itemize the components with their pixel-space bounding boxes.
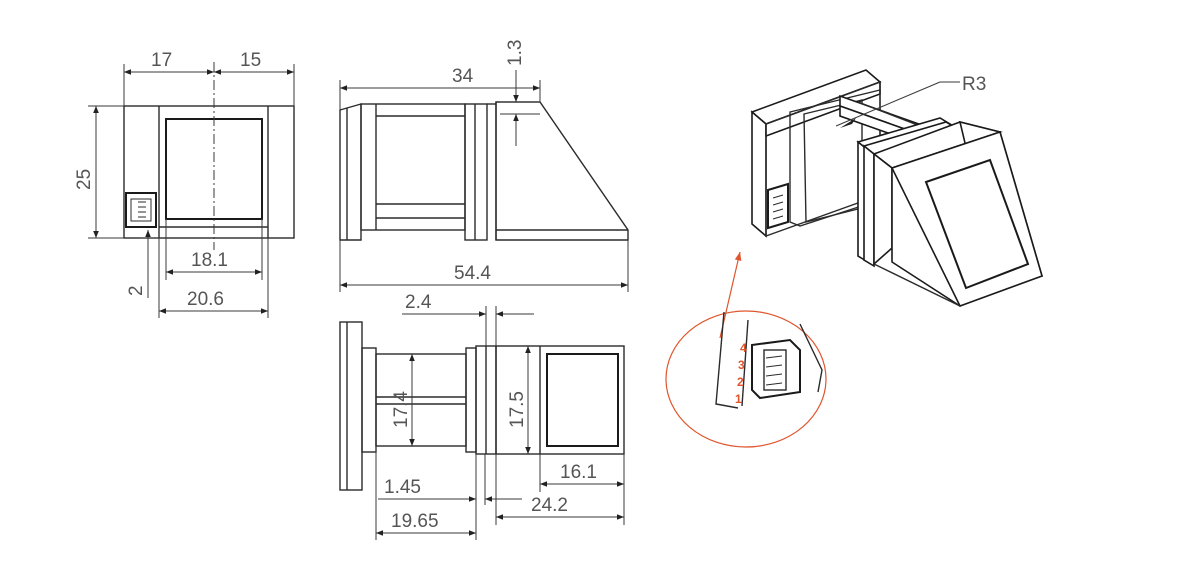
isometric-view: R3	[750, 69, 1043, 307]
dim-19-65: 19.65	[391, 511, 439, 532]
dim-15: 15	[240, 50, 261, 71]
dim-2: 2	[126, 285, 147, 296]
dim-1-45: 1.45	[384, 477, 421, 498]
dim-17: 17	[151, 50, 172, 71]
side-view: 34 1.3 54.4	[339, 40, 629, 292]
dim-25: 25	[74, 169, 95, 190]
front-view: 17 15 25 18.1 20.6 2	[74, 50, 295, 318]
dim-17-5: 17.5	[507, 391, 528, 428]
dim-18-1: 18.1	[191, 250, 228, 271]
dim-17-4: 17.4	[391, 391, 412, 428]
iso-connector	[767, 182, 789, 230]
pin-label-4: 4	[740, 341, 747, 355]
dim-34: 34	[452, 66, 474, 87]
dim-20-6: 20.6	[187, 289, 224, 310]
connector-detail-callout: 4 3 2 1	[665, 251, 827, 448]
bottom-view: 2.4 17.4 17.5 16.1 1.45 19.65 24.2	[339, 292, 625, 540]
dim-16-1: 16.1	[560, 462, 597, 483]
dim-54-4: 54.4	[454, 263, 491, 284]
pin-label-2: 2	[737, 375, 744, 389]
dim-2-4: 2.4	[405, 292, 432, 313]
connector-symbol	[125, 192, 157, 228]
pin-label-1: 1	[735, 392, 742, 406]
dim-r3: R3	[962, 74, 986, 95]
pin-label-3: 3	[738, 358, 745, 372]
dim-24-2: 24.2	[531, 495, 568, 516]
dim-1-3: 1.3	[505, 40, 526, 66]
